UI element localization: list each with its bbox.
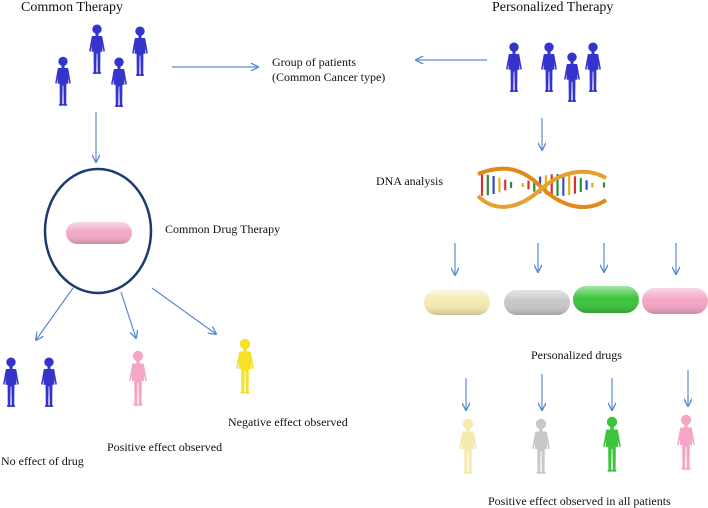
patient-figure [506,42,522,93]
common-therapy-title: Common Therapy [21,0,124,15]
pill-gray [504,290,570,315]
personalized-therapy-title: Personalized Therapy [492,0,614,15]
patient-figure [3,357,19,408]
common-drug-circle [43,167,153,295]
all-positive-label: Positive effect observed in all patients [488,494,671,508]
patient-figure [111,57,127,108]
pill-cream [424,290,490,315]
no-effect-patients [3,357,57,408]
negative-effect-label: Negative effect observed [228,415,348,429]
common-patient-group [55,24,148,108]
group-label-line1: Group of patients [272,55,356,69]
personalized-pills [424,286,708,315]
patient-figure [459,418,477,474]
positive-effect-label: Positive effect observed [107,440,223,454]
pill-green [573,286,639,313]
dna-analysis-label: DNA analysis [376,174,443,188]
personalized-drugs-label: Personalized drugs [531,348,622,362]
dna-helix-icon [476,166,608,210]
negative-effect-patient [236,338,254,394]
arrow-no-effect [36,287,74,340]
common-drug-pill [66,222,132,244]
no-effect-label: No effect of drug [1,454,84,468]
patient-figure [677,414,695,470]
patient-figure [564,52,580,103]
common-drug-label: Common Drug Therapy [165,222,281,236]
patient-figure [585,42,601,93]
personalized-patient-group [506,42,601,103]
group-label-line2: (Common Cancer type) [272,70,386,84]
arrow-negative [151,287,216,334]
patient-figure [41,357,57,408]
patient-figure [89,24,105,75]
personalized-outcome-patients [459,414,695,474]
patient-figure [541,42,557,93]
arrow-positive [120,291,136,338]
patient-figure [603,416,621,472]
patient-figure [55,56,71,106]
patient-figure [132,26,148,77]
arrows [36,60,688,410]
positive-effect-patient [129,350,147,406]
patient-figure [532,418,550,474]
pill-pink [642,288,708,314]
